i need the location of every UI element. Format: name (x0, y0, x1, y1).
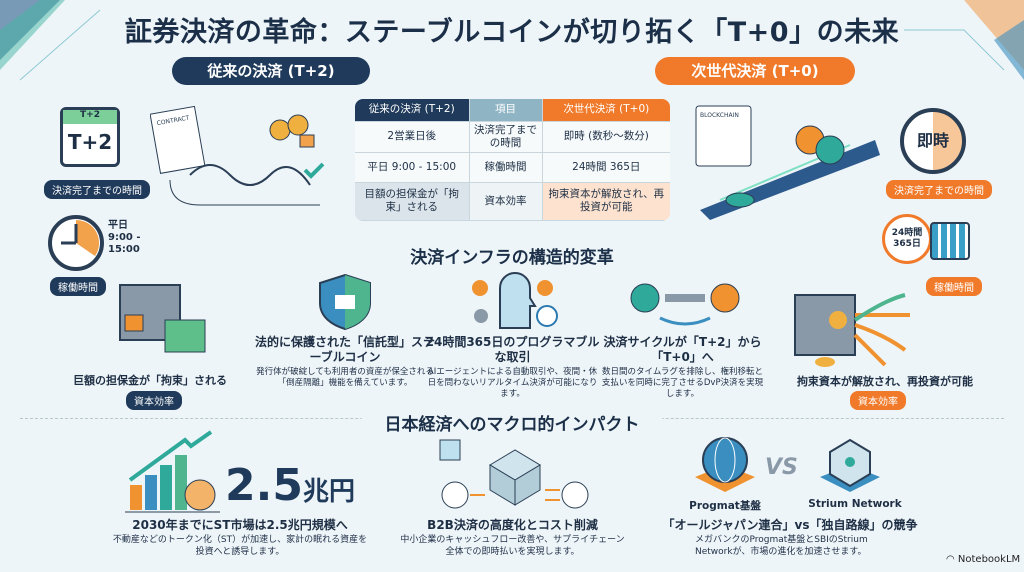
infra-item-title: 巨額の担保金が「拘束」される (73, 374, 227, 387)
progmat-label: Progmat基盤 (689, 500, 761, 512)
infra-item-desc: AIエージェントによる自動取引や、夜間・休日を問わないリアルタイム決済が可能にな… (427, 367, 598, 400)
infra-item-title: 法的に保護された「信託型」ステーブルコイン (255, 335, 436, 364)
macro-item-desc: 不動産などのトークン化（ST）が加速し、家計の眠れる資産を投資へと誘导します。 (112, 535, 368, 557)
table-cell: 24時間 365日 (542, 152, 670, 183)
infra-item-title: 拘束資本が解放され、再投資が可能 (796, 375, 974, 388)
table-cell: 拘束資本が解放され、再投資が可能 (542, 182, 670, 221)
clock-line: 15:00 (108, 244, 140, 255)
clock-icon (48, 215, 104, 271)
macro-item-title: B2B決済の高度化とコスト削減 (427, 518, 598, 532)
page-title: 証券決済の革命：ステーブルコインが切り拓く「T+0」の未来 (124, 17, 900, 48)
vs-label: VS (765, 455, 798, 480)
next-header: 次世代決済 (T+0) (655, 57, 855, 85)
macro-item-title: 「オールジャパン連合」vs「独自路線」の競争 (662, 518, 918, 532)
hours-icon-line: 365日 (893, 238, 921, 249)
strium-network-icon (820, 438, 880, 492)
infra-heading: 決済インフラの構造的変革 (410, 248, 614, 268)
table-cell: 稼働時間 (468, 152, 543, 183)
table-cell: 目額の担保金が「拘束」される (355, 182, 469, 221)
table-row: 2営業日後決済完了までの時間即時 (数秒〜数分) (355, 121, 670, 153)
contract-flow-illustration: CONTRACT (150, 105, 325, 206)
next-time-label: 決済完了までの時間 (886, 180, 992, 199)
next-hours-label: 稼働時間 (926, 277, 982, 296)
legacy-hours-label: 稼働時間 (50, 277, 106, 296)
notebooklm-logo-icon: ◠ (946, 554, 958, 565)
calendar-top: T+2 (63, 110, 117, 124)
capital-efficiency-tag: 資本効率 (850, 391, 906, 410)
infra-item-desc: 数日間のタイムラグを排除し、権利移転と支払いを同時に完了させるDvP決済を実現し… (601, 367, 764, 400)
table-header: 次世代決済 (T+0) (542, 99, 670, 122)
progmat-globe-icon (695, 437, 755, 492)
legacy-header: 従来の決済 (T+2) (172, 57, 370, 85)
big-number: 2.5 (225, 460, 303, 511)
hours-icon-line: 24時間 (891, 228, 923, 238)
table-header: 項目 (468, 99, 543, 122)
table-cell: 平日 9:00 - 15:00 (355, 152, 469, 183)
growth-chart-icon (125, 430, 220, 513)
macro-heading: 日本経済へのマクロ的インパクト (362, 410, 662, 435)
clock-line: 平日 (108, 220, 128, 231)
shield-bank-icon (319, 273, 371, 330)
blockchain-label: BLOCKCHAIN (700, 112, 739, 119)
calendar-icon (930, 222, 970, 260)
big-unit: 兆円 (302, 477, 355, 507)
brand-label: NotebookLM (957, 554, 1021, 565)
calendar-icon: T+2 T+2 (60, 107, 120, 167)
b2b-supply-chain-icon (439, 439, 589, 509)
market-size-figure: 2.5兆円 (225, 460, 355, 511)
strium-label: Strium Network (808, 498, 902, 510)
macro-item-title: 2030年までにST市場は2.5兆円規模へ (132, 518, 348, 532)
table-cell: 即時 (数秒〜数分) (542, 121, 670, 153)
table-header: 従来の決済 (T+2) (355, 99, 469, 122)
blockchain-illustration: BLOCKCHAIN (695, 105, 880, 220)
decorative-corner-right (904, 0, 1024, 80)
table-row: 目額の担保金が「拘束」される資本効率拘束資本が解放され、再投資が可能 (355, 182, 670, 221)
handshake-exchange-icon (630, 283, 740, 326)
table-cell: 決済完了までの時間 (468, 121, 543, 153)
infra-item-title: 24時間365日のプログラマブルな取引 (425, 335, 600, 364)
infra-item-desc: 発行体が破綻しても利用者の資産が保全される「倒産隔離」機能を備えています。 (256, 367, 434, 389)
calendar-text: T+2 (67, 130, 113, 154)
locked-vault-icon (119, 284, 206, 353)
table-cell: 資本効率 (468, 182, 543, 221)
open-vault-icon (794, 293, 910, 367)
infra-item-title: 決済サイクルが「T+2」から「T+0」へ (603, 335, 762, 364)
decorative-corner-left (0, 0, 101, 81)
stopwatch-icon: 即時 (900, 108, 966, 174)
comparison-table: 従来の決済 (T+2)項目次世代決済 (T+0) 2営業日後決済完了までの時間即… (355, 99, 670, 221)
notebooklm-brand: ◠ NotebookLM (946, 554, 1020, 565)
capital-efficiency-tag: 資本効率 (126, 391, 182, 410)
legacy-time-label: 決済完了までの時間 (44, 180, 150, 199)
ai-brain-icon (472, 272, 558, 329)
clock-line: 9:00 - (108, 232, 141, 243)
table-cell: 2営業日後 (355, 121, 469, 153)
macro-item-desc: 中小企業のキャッシュフロー改善や、サプライチェーン全体での即時払いを実現します。 (400, 535, 625, 557)
macro-item-desc: メガバンクのProgmat基盤とSBIのStrium Networkが、市場の進… (695, 535, 868, 557)
